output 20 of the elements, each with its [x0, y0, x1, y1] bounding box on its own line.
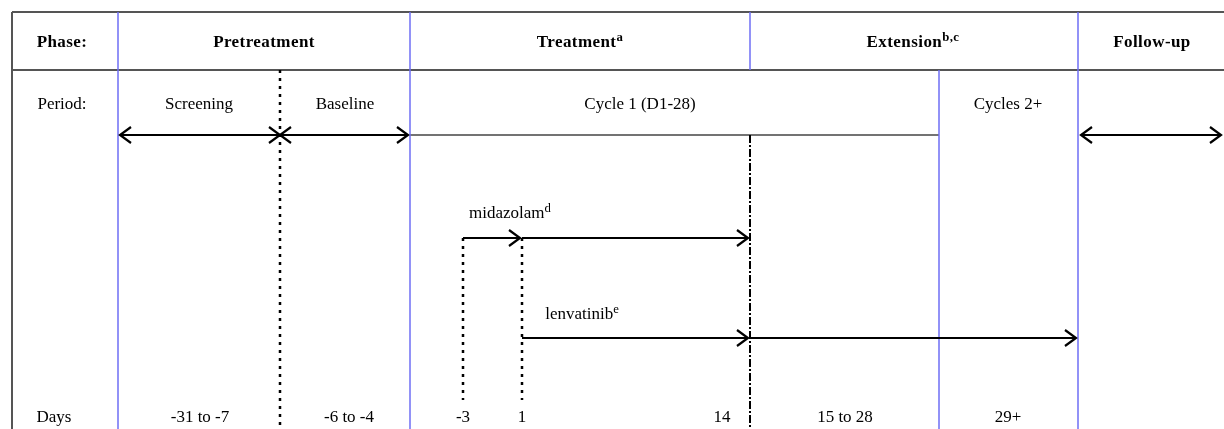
- day-label: -6 to -4: [324, 407, 374, 425]
- row-heading: Period:: [37, 94, 87, 112]
- day-label: 15 to 28: [817, 407, 873, 425]
- day-label: -3: [455, 407, 471, 425]
- day-label: 14: [713, 407, 731, 425]
- period-label: Baseline: [315, 94, 375, 112]
- period-label: Cycle 1 (D1-28): [584, 94, 696, 112]
- phase-heading: Treatment$^{a}$: [536, 32, 624, 50]
- row-heading: Days: [36, 407, 72, 425]
- period-label: Cycles 2+: [973, 94, 1043, 112]
- phase-heading: Pretreatment: [213, 32, 315, 50]
- phase-heading: Extension$^{b,c}$: [866, 32, 960, 50]
- drug-label: midazolam$^{d}$: [469, 203, 551, 221]
- day-label: 1: [517, 407, 527, 425]
- drug-label: lenvatinib$^{e}$: [545, 304, 619, 322]
- row-heading: Phase:: [36, 32, 88, 50]
- day-label: -31 to -7: [170, 407, 230, 425]
- period-label: Screening: [165, 94, 233, 112]
- day-label: 29+: [994, 407, 1022, 425]
- phase-heading: Follow-up: [1113, 32, 1191, 50]
